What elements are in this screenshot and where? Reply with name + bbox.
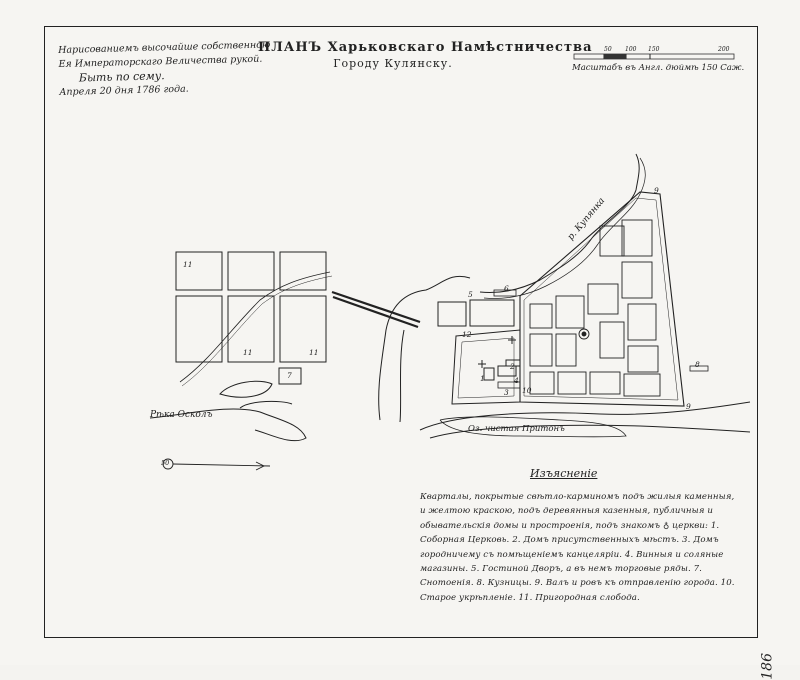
label-marker-50: 50	[161, 459, 170, 467]
scale-tick-50: 50	[604, 46, 612, 53]
town-quarters	[529, 219, 661, 397]
town-plan-drawing	[149, 53, 751, 471]
oskol-river	[149, 276, 751, 442]
label-quarter-11-b: 11	[243, 348, 253, 357]
page-number: 186	[760, 653, 776, 680]
map-sheet: Нарисованиемъ высочайше собственною Ея И…	[44, 26, 776, 680]
label-3: 3	[504, 388, 509, 397]
map-frame	[44, 26, 758, 638]
west-marker	[162, 458, 271, 471]
label-9-south: 9	[686, 402, 691, 411]
label-12: 12	[462, 330, 472, 339]
label-8: 8	[695, 360, 700, 369]
scale-label: Масштабъ въ Англ. дюймѣ 150 Саж.	[572, 63, 745, 73]
church-markers	[478, 336, 516, 368]
scale-tick-150: 150	[648, 46, 660, 53]
label-1: 1	[480, 374, 485, 383]
key-title: Изъясненіе	[530, 467, 598, 480]
scale-bar	[573, 53, 735, 60]
label-9-north: 9	[654, 186, 659, 195]
label-6: 6	[504, 284, 509, 293]
key-text: Кварталы, покрытые свѣтло-карминомъ подъ…	[420, 492, 735, 603]
label-quarter-11-c: 11	[309, 348, 319, 357]
scale-tick-100: 100	[625, 46, 637, 53]
label-river-oskol: Рѣка Осколъ	[150, 410, 213, 420]
label-lake: Оз. чистая Притонъ	[468, 424, 565, 434]
label-quarter-11-a: 11	[183, 260, 193, 269]
label-2: 2	[510, 362, 515, 371]
label-quarter-7: 7	[287, 371, 292, 380]
lake	[439, 416, 627, 438]
old-fortification	[437, 289, 709, 405]
map-title-block: ПЛАНЪ Харьковскаго Намѣстничества Городу…	[258, 40, 593, 70]
map-title: ПЛАНЪ Харьковскаго Намѣстничества	[258, 40, 593, 55]
label-4: 4	[514, 376, 519, 385]
label-5: 5	[468, 290, 473, 299]
sloboda-quarters	[175, 251, 327, 385]
label-10: 10	[522, 386, 532, 395]
map-subtitle: Городу Кулянску.	[333, 57, 453, 70]
bridge	[331, 290, 421, 329]
scale-tick-200: 200	[718, 46, 730, 53]
